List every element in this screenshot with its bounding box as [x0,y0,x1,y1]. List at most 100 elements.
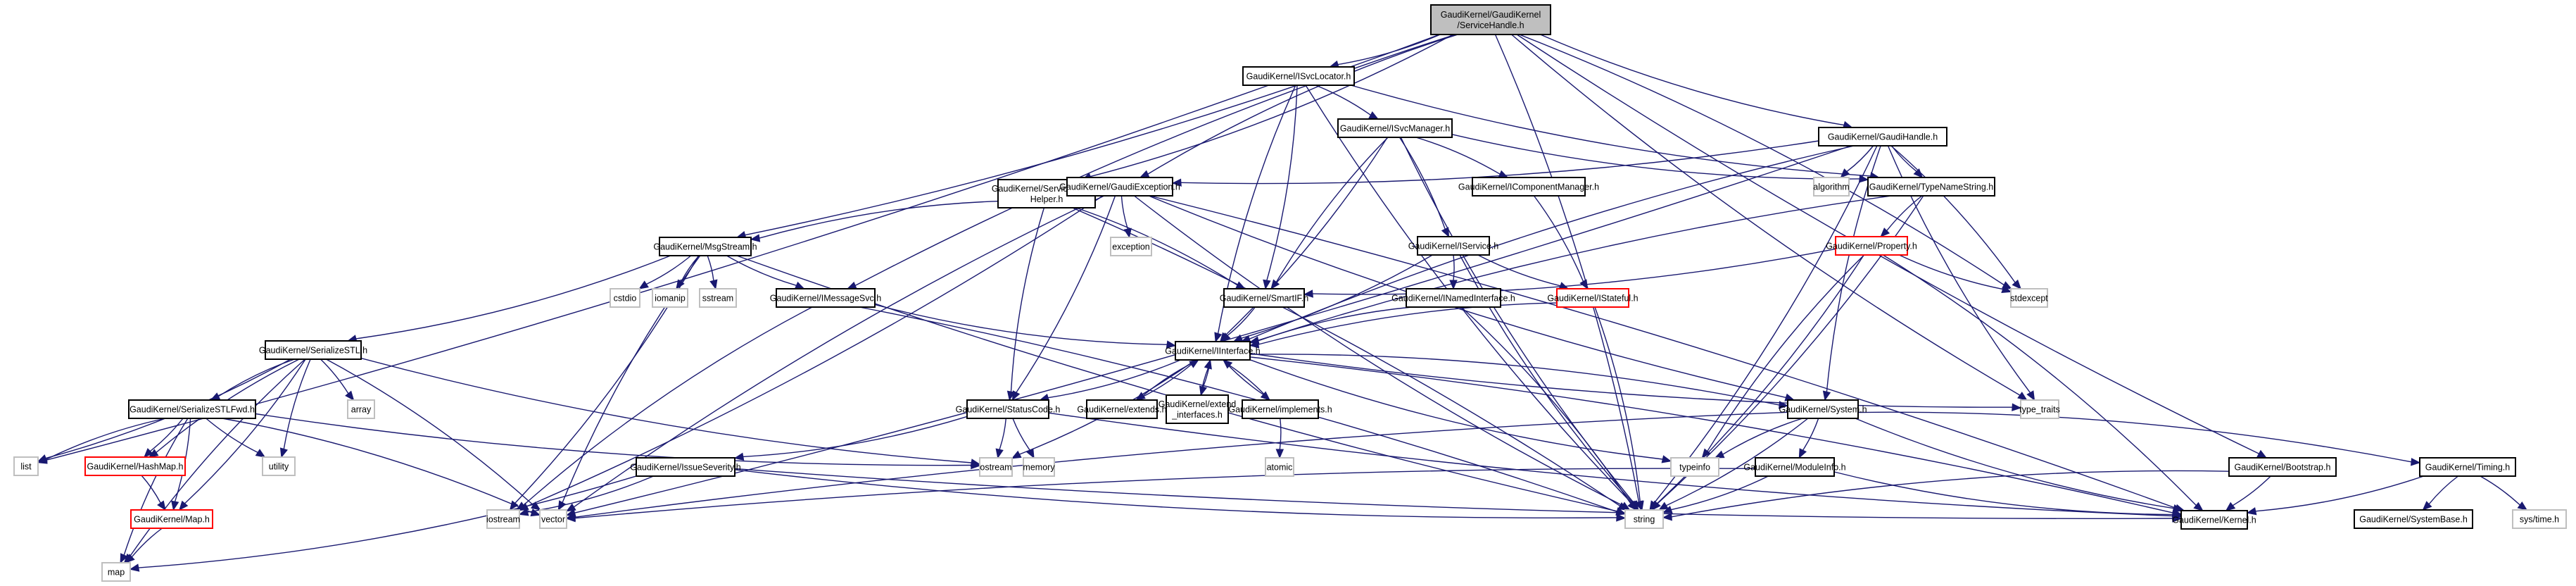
node-extends[interactable]: GaudiKernel/extends.h [1077,399,1167,419]
node-property[interactable]: GaudiKernel/Property.h [1826,236,1917,256]
edge-line [523,306,813,506]
node-label: /ServiceHandle.h [1457,20,1524,30]
node-bootstrap[interactable]: GaudiKernel/Bootstrap.h [2228,457,2337,477]
node-gaudihandle[interactable]: GaudiKernel/GaudiHandle.h [1818,127,1947,146]
arrowhead-icon [2026,390,2035,401]
node-cstdio: cstdio [610,288,640,308]
node-label: GaudiKernel/IStateful.h [1547,294,1638,304]
edge-line [1671,475,1769,511]
node-box [1670,457,1719,477]
arrowhead-icon [1662,506,1673,514]
node-moduleinfo[interactable]: GaudiKernel/ModuleInfo.h [1743,457,1846,477]
node-label: _interfaces.h [1171,410,1223,420]
edge-line [854,34,1456,287]
edge-line [759,201,999,239]
edge-line [859,306,1617,513]
edge-line [1890,145,2016,283]
edge-root-to-gaudihandle [1540,34,1853,129]
edge-line [562,255,701,503]
edge-line [646,255,692,285]
node-hashmap[interactable]: GaudiKernel/HashMap.h [84,456,186,476]
edge-line [1540,34,1845,126]
edge-line [1241,254,1433,339]
node-extend_interfaces[interactable]: GaudiKernel/extend_interfaces.h [1158,394,1237,424]
node-box [2354,509,2473,529]
node-iinterface[interactable]: GaudiKernel/IInterface.h [1165,341,1261,361]
edge-line [1072,207,1620,506]
edge-inamedinterface-to-iinterface [1249,306,1412,345]
node-stdexcept: stdexcept [2010,288,2048,308]
arrowhead-icon [565,513,576,523]
node-label: GaudiKernel/Property.h [1826,242,1917,251]
node-inamedinterface[interactable]: GaudiKernel/INamedInterface.h [1391,288,1515,308]
node-box [1755,457,1835,477]
node-issueseverity[interactable]: GaudiKernel/IssueSeverity.h [630,457,741,477]
edge-line [2428,475,2458,505]
edge-line [1855,418,2174,509]
node-box [1556,288,1629,308]
arrowhead-icon [171,500,179,511]
arrowhead-icon [971,461,981,470]
node-box [1472,177,1586,197]
node-implements[interactable]: GaudiKernel/implements.h [1228,399,1332,419]
node-systembase[interactable]: GaudiKernel/SystemBase.h [2354,509,2473,529]
edge-line [574,411,1788,518]
edge-line [1802,418,1819,451]
arrowhead-icon [1840,168,1850,178]
arrowhead-icon [1449,280,1458,290]
arrowhead-icon [1615,507,1627,516]
node-icomponentmanager[interactable]: GaudiKernel/IComponentManager.h [1458,177,1599,197]
arrowhead-icon [2422,501,2432,511]
edge-line [2255,475,2424,512]
node-label: GaudiKernel/SerializeSTLFwd.h [130,405,255,415]
node-label: GaudiKernel/IssueSeverity.h [630,463,741,473]
edge-line [1415,137,1501,175]
edge-line [1533,195,1584,282]
edge-line [874,304,1168,345]
node-smartif[interactable]: GaudiKernel/SmartIF.h [1220,288,1308,308]
edge-line [574,468,1756,519]
node-serializestl[interactable]: GaudiKernel/SerializeSTL.h [259,340,367,360]
node-label: GaudiKernel/implements.h [1228,405,1332,415]
edge-line [1279,418,1282,450]
node-msgstream[interactable]: GaudiKernel/MsgStream.h [653,237,757,256]
arrowhead-icon [1214,332,1223,343]
edge-smartif-to-iinterface [1220,306,1256,342]
node-box [979,457,1013,477]
arrowhead-icon [1658,501,1669,511]
edge-line [1148,195,1786,399]
node-box [1242,399,1319,419]
node-label: iomanip [655,294,686,304]
node-iomanip: iomanip [652,288,688,308]
node-isvcmanager[interactable]: GaudiKernel/ISvcManager.h [1337,118,1453,138]
node-istateful[interactable]: GaudiKernel/IStateful.h [1547,288,1639,308]
node-serializestlfwd[interactable]: GaudiKernel/SerializeSTLFwd.h [128,399,256,419]
arrowhead-icon [1275,449,1284,459]
node-system[interactable]: GaudiKernel/System.h [1779,399,1867,419]
node-label: GaudiKernel/System.h [1779,405,1867,415]
edge-line [1147,34,1458,175]
node-gaudiexception[interactable]: GaudiKernel/GaudiException.h [1059,177,1180,197]
edge-line [1149,195,2177,509]
node-map_h[interactable]: GaudiKernel/Map.h [130,509,213,529]
node-typenamestring[interactable]: GaudiKernel/TypeNameString.h [1867,177,1995,197]
edge-system-to-typeinfo [1714,418,1803,459]
arrowhead-icon [1249,340,1260,349]
edge-iinterface-to-typeinfo [1249,359,1672,463]
node-timing[interactable]: GaudiKernel/Timing.h [2419,457,2516,477]
node-imessagesvc[interactable]: GaudiKernel/IMessageSvc.h [770,288,881,308]
node-label: utility [269,462,289,472]
arrowhead-icon [1880,227,1890,237]
node-label: list [20,462,32,472]
node-statuscode[interactable]: GaudiKernel/StatusCode.h [956,399,1061,419]
edge-serializestl-to-map_h [179,359,306,511]
node-array: array [347,399,375,419]
node-iservice[interactable]: GaudiKernel/IService.h [1408,236,1499,256]
edge-gaudihandle-to-stdexcept [1890,145,2022,289]
edge-property-to-smartif [1303,248,1836,298]
node-isvclocator[interactable]: GaudiKernel/ISvcLocator.h [1242,66,1355,86]
node-kernel[interactable]: GaudiKernel/Kernel.h [2172,510,2256,530]
edge-line [1899,254,2003,290]
node-label: GaudiKernel/Timing.h [2425,463,2510,473]
node-label: cstdio [614,294,637,304]
